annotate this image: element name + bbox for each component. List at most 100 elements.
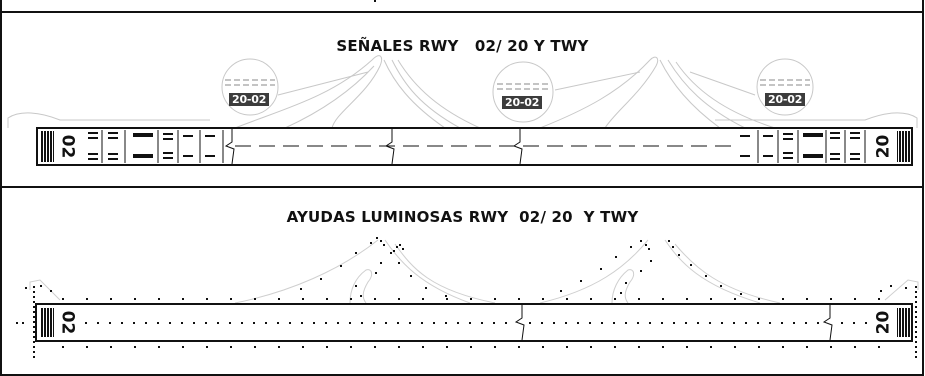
light-dot [33, 306, 35, 308]
light-dot [915, 326, 917, 328]
light-dot [86, 298, 88, 300]
light-dot [302, 298, 304, 300]
light-dot [33, 356, 35, 358]
light-dot [253, 322, 255, 324]
light-dot [615, 256, 617, 258]
light-dot [710, 346, 712, 348]
callout-label-3: 20-02 [765, 93, 806, 106]
light-dot [494, 346, 496, 348]
light-dot [782, 298, 784, 300]
light-dot [445, 322, 447, 324]
light-dot [614, 298, 616, 300]
light-dot [33, 326, 35, 328]
light-dot [421, 322, 423, 324]
runway-designator-02-markings: 02 [57, 134, 78, 159]
light-dot [390, 252, 392, 254]
light-dot [33, 336, 35, 338]
light-dot [169, 322, 171, 324]
light-dot [230, 346, 232, 348]
light-dot [398, 346, 400, 348]
light-dot [853, 322, 855, 324]
light-dot [518, 346, 520, 348]
light-dot [457, 322, 459, 324]
light-dot [109, 322, 111, 324]
light-dot [446, 298, 448, 300]
light-dot [85, 322, 87, 324]
light-dot [398, 262, 400, 264]
light-dot [672, 246, 674, 248]
light-dot [518, 298, 520, 300]
callout-circle-2 [492, 61, 554, 123]
light-dot [370, 242, 372, 244]
light-dot [915, 321, 917, 323]
light-dot [529, 322, 531, 324]
light-dot [793, 322, 795, 324]
light-dot [782, 346, 784, 348]
lighting-taxiway-outlines [29, 239, 919, 304]
light-dot [650, 260, 652, 262]
light-dot [300, 288, 302, 290]
light-dot [158, 298, 160, 300]
light-dot [805, 322, 807, 324]
light-dot [355, 285, 357, 287]
light-dot [182, 298, 184, 300]
light-dot [481, 322, 483, 324]
light-dot [637, 322, 639, 324]
light-dot [326, 298, 328, 300]
light-dot [393, 250, 395, 252]
light-dot [33, 321, 35, 323]
light-dot [878, 298, 880, 300]
light-dot [662, 298, 664, 300]
light-dot [854, 346, 856, 348]
light-dot [433, 322, 435, 324]
light-dot [566, 298, 568, 300]
light-dot [757, 322, 759, 324]
light-dot [265, 322, 267, 324]
light-dot [40, 285, 42, 287]
light-dot [229, 322, 231, 324]
light-dot [640, 270, 642, 272]
light-dot [734, 346, 736, 348]
light-dot [181, 322, 183, 324]
light-dot [33, 316, 35, 318]
light-dot [62, 346, 64, 348]
light-dot [678, 254, 680, 256]
light-dot [854, 298, 856, 300]
runway-markings [36, 127, 913, 166]
light-dot [686, 346, 688, 348]
light-dot [630, 246, 632, 248]
light-dot [33, 311, 35, 313]
light-dot [685, 322, 687, 324]
light-dot [445, 295, 447, 297]
light-dot [396, 246, 398, 248]
light-dot [638, 346, 640, 348]
light-dot [325, 322, 327, 324]
light-dot [541, 322, 543, 324]
light-dot [205, 322, 207, 324]
light-dot [217, 322, 219, 324]
light-dot [278, 346, 280, 348]
light-dot [397, 322, 399, 324]
light-dot [206, 346, 208, 348]
light-dot [121, 322, 123, 324]
light-dot [590, 298, 592, 300]
light-dot [33, 286, 35, 288]
light-dot [705, 275, 707, 277]
light-dot [673, 322, 675, 324]
light-dot [697, 322, 699, 324]
light-dot [915, 331, 917, 333]
light-dot [645, 244, 647, 246]
light-dot [33, 346, 35, 348]
runway-designator-02-lighting: 02 [57, 310, 78, 335]
markings-section-title: SEÑALES RWY 02/ 20 Y TWY [336, 37, 589, 55]
light-dot [734, 298, 736, 300]
light-dot [915, 316, 917, 318]
light-dot [560, 290, 562, 292]
light-dot [880, 290, 882, 292]
light-dot [580, 280, 582, 282]
light-dot [340, 265, 342, 267]
light-dot [301, 322, 303, 324]
light-dot [649, 322, 651, 324]
light-dot [133, 322, 135, 324]
